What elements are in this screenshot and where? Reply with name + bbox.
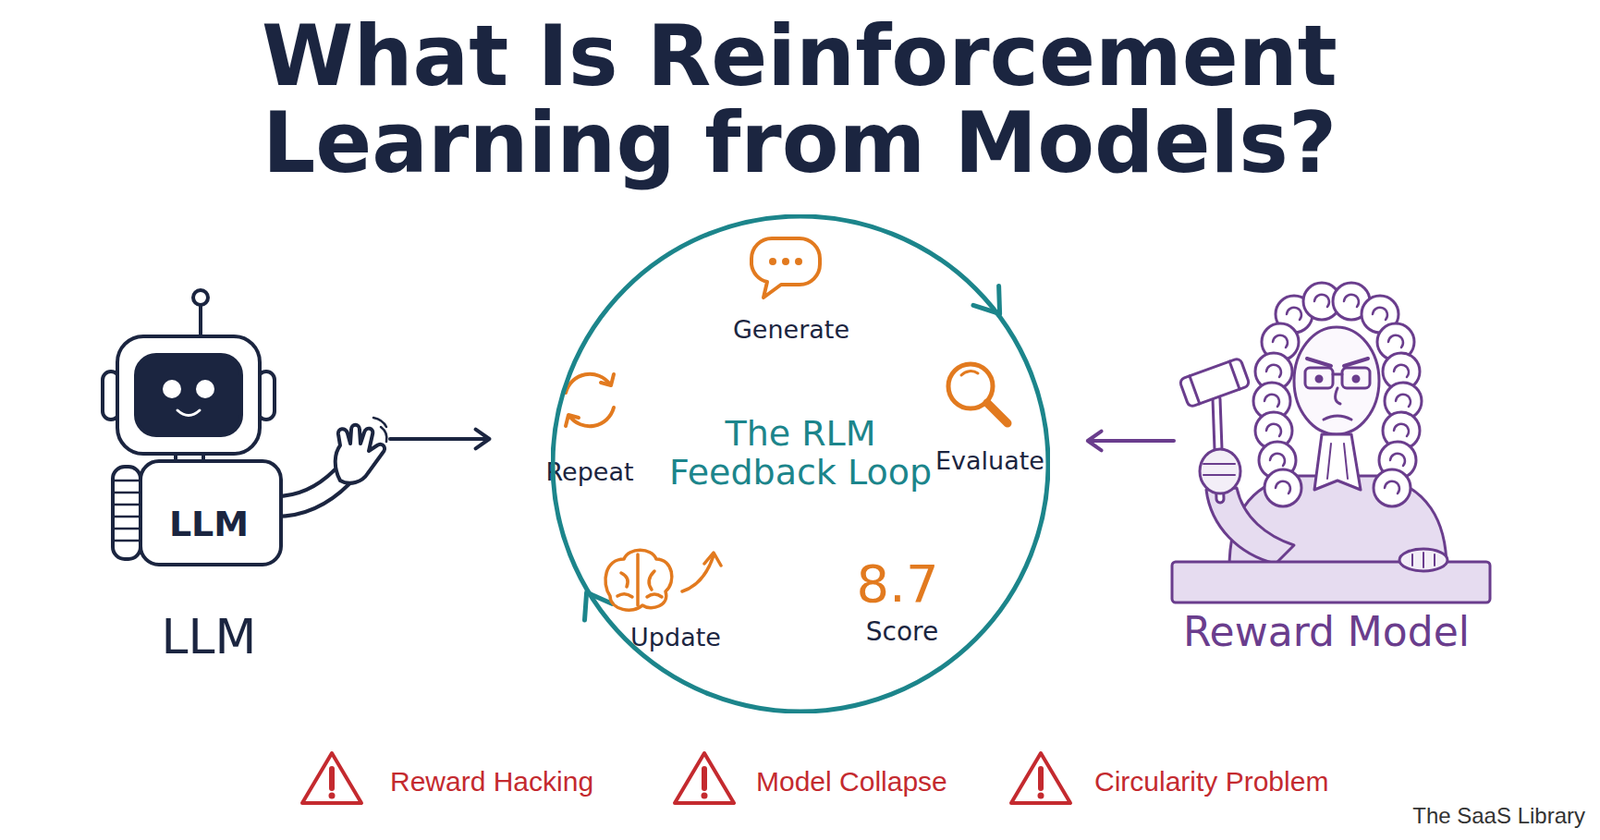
- speech-bubble-icon: [751, 238, 820, 298]
- judge-illustration-part: [1294, 327, 1380, 435]
- judge-illustration-part: [1342, 367, 1370, 389]
- robot-illustration: [102, 290, 387, 565]
- warning-label: Reward Hacking: [390, 766, 594, 797]
- warning-icon-part: [674, 753, 734, 804]
- llm-robot: LLM LLM: [83, 286, 379, 666]
- step-label: Score: [866, 618, 939, 648]
- judge-illustration-part-part: [1189, 376, 1200, 404]
- step-label: Evaluate: [935, 447, 1045, 476]
- judge-illustration-part-part: [1229, 361, 1240, 390]
- robot-illustration-part: [193, 290, 208, 306]
- connector-arrow: [390, 429, 489, 450]
- judge-illustration: [1172, 282, 1491, 603]
- step-label: Repeat: [545, 458, 634, 487]
- connector-arrow: [1087, 431, 1174, 452]
- judge-illustration-part: [1353, 376, 1359, 382]
- judge-illustration-part: [1373, 469, 1411, 507]
- warning-icon-part: [1011, 753, 1071, 804]
- repeat-icon-part: [565, 415, 579, 427]
- judge-illustration-part: [1316, 376, 1322, 382]
- robot-illustration-part: [162, 379, 182, 399]
- loop-title: The RLM Feedback Loop: [652, 415, 949, 493]
- judge-illustration-part: [1203, 464, 1235, 476]
- robot-illustration-part: [198, 305, 203, 337]
- judge-illustration-part: [1306, 358, 1368, 367]
- repeat-icon-part: [600, 374, 614, 386]
- speech-bubble-icon-part: [769, 257, 777, 266]
- magnifier-icon: [948, 364, 1008, 424]
- diagram-title: What Is Reinforcement Learning from Mode…: [221, 12, 1378, 187]
- node-label: LLM: [161, 610, 257, 664]
- judge-illustration-part: [1327, 443, 1348, 479]
- brain-icon-part: [704, 552, 721, 566]
- step-label: Generate: [732, 316, 850, 344]
- magnifier-icon-part: [961, 371, 978, 376]
- judge-illustration-part: [1412, 552, 1435, 568]
- judge-illustration-part: [1179, 357, 1251, 408]
- robot-illustration-part: [275, 476, 342, 507]
- speech-bubble-icon-part: [751, 238, 820, 298]
- judge-illustration-part: [1399, 549, 1448, 572]
- warning-icon-part: [329, 769, 335, 789]
- speech-bubble-icon-part: [794, 257, 803, 266]
- warning-icon-part: [329, 793, 336, 800]
- chest-label: LLM: [169, 505, 249, 545]
- robot-illustration-part: [177, 410, 200, 416]
- warning-icon-part: [1038, 793, 1045, 800]
- magnifier-icon-part: [987, 403, 1008, 424]
- warning-label: Circularity Problem: [1094, 766, 1329, 797]
- reward-model-judge: Reward Model: [1160, 286, 1493, 666]
- node-label: Reward Model: [1183, 610, 1470, 655]
- warning-icon-part: [701, 793, 709, 800]
- robot-illustration-part: [275, 476, 342, 507]
- judge-illustration-part: [1314, 434, 1361, 490]
- robot-illustration-part: [140, 461, 281, 565]
- score-value: 8.7: [855, 555, 939, 613]
- brain-icon-part: [617, 554, 662, 606]
- warning-icon-part: [701, 769, 708, 789]
- robot-illustration-part: [114, 480, 139, 541]
- repeat-icon: [565, 374, 614, 427]
- warning-icon: [302, 753, 1071, 804]
- judge-illustration-part: [1332, 373, 1343, 377]
- feedback-loop-circle: The RLM Feedback Loop: [550, 214, 1051, 714]
- judge-illustration-part: [1305, 367, 1333, 389]
- step-label: Update: [630, 623, 721, 652]
- judge-illustration-part: [1323, 415, 1352, 420]
- robot-illustration-part: [373, 417, 387, 442]
- brain-icon-part: [605, 549, 672, 611]
- judge-illustration-part: [1335, 388, 1341, 404]
- robot-illustration-part: [135, 354, 242, 436]
- warning-icon-part: [1038, 769, 1044, 789]
- robot-illustration-part: [195, 379, 215, 399]
- warning-label: Model Collapse: [756, 766, 948, 797]
- robot-illustration-part: [117, 336, 260, 454]
- watermark: The SaaS Library: [1412, 804, 1586, 829]
- robot-illustration-part: [112, 466, 141, 560]
- robot-illustration-part: [335, 425, 385, 484]
- judge-illustration-part-part: [1179, 357, 1251, 408]
- speech-bubble-icon-part: [781, 257, 790, 266]
- brain-icon: [605, 549, 721, 611]
- warning-icon-part: [302, 753, 362, 804]
- judge-illustration-part: [1264, 469, 1302, 507]
- judge-illustration-part: [1199, 449, 1241, 494]
